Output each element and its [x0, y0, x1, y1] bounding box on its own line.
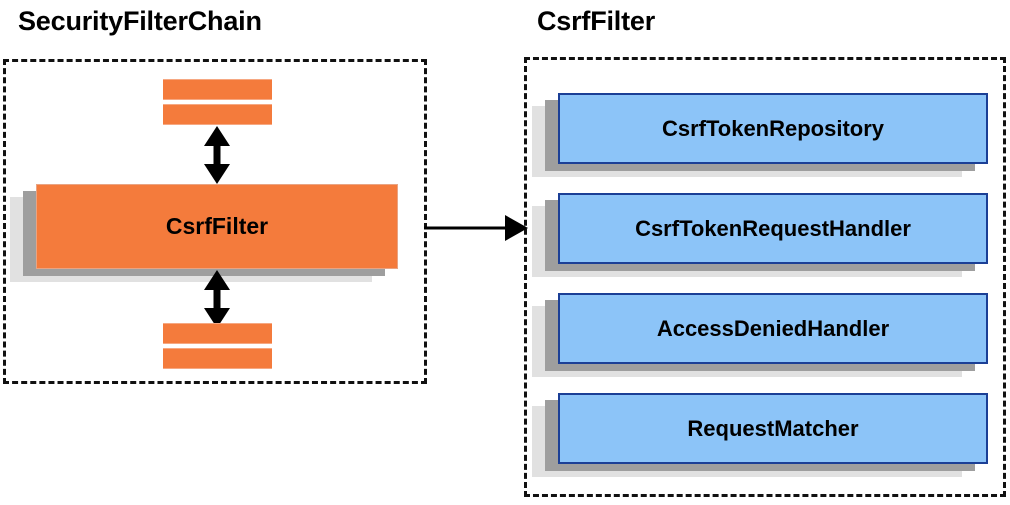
group-box-csrf-filter [524, 57, 1006, 497]
filter-bar-above-1[interactable] [163, 79, 272, 100]
group-box-security-filter-chain [3, 59, 427, 384]
node-csrf-token-repository[interactable]: CsrfTokenRepository [532, 93, 988, 177]
page-title-csrf-filter: CsrfFilter [537, 6, 656, 36]
filter-bar-below-1[interactable] [163, 323, 272, 344]
filter-bar-below-2[interactable] [163, 348, 272, 369]
arrow-shaft [213, 142, 221, 168]
arrow-shaft [213, 286, 221, 312]
node-label-csrf-filter: CsrfFilter [165, 213, 269, 239]
node-request-matcher[interactable]: RequestMatcher [532, 393, 988, 477]
page-title-security-filter-chain: SecurityFilterChain [18, 6, 262, 36]
node-face: CsrfTokenRequestHandler [558, 193, 988, 264]
node-label-access-denied-handler: AccessDeniedHandler [656, 315, 890, 341]
arrow-head-up-icon [204, 126, 230, 146]
arrow-head-down-icon [204, 164, 230, 184]
node-face: AccessDeniedHandler [558, 293, 988, 364]
node-label-csrf-token-request-handler: CsrfTokenRequestHandler [635, 215, 911, 241]
node-label-request-matcher: RequestMatcher [687, 415, 859, 441]
node-label-csrf-token-repository: CsrfTokenRepository [661, 115, 885, 141]
connector-shaft [424, 226, 516, 230]
node-face: CsrfTokenRepository [558, 93, 988, 164]
arrow-head-up-icon [204, 270, 230, 290]
node-access-denied-handler[interactable]: AccessDeniedHandler [532, 293, 988, 377]
node-face: RequestMatcher [558, 393, 988, 464]
filter-bar-above-2[interactable] [163, 104, 272, 125]
node-face: CsrfFilter [36, 184, 398, 269]
node-csrf-filter[interactable]: CsrfFilter [10, 184, 398, 282]
node-csrf-token-request-handler[interactable]: CsrfTokenRequestHandler [532, 193, 988, 277]
arrow-head-right-icon [505, 215, 528, 241]
